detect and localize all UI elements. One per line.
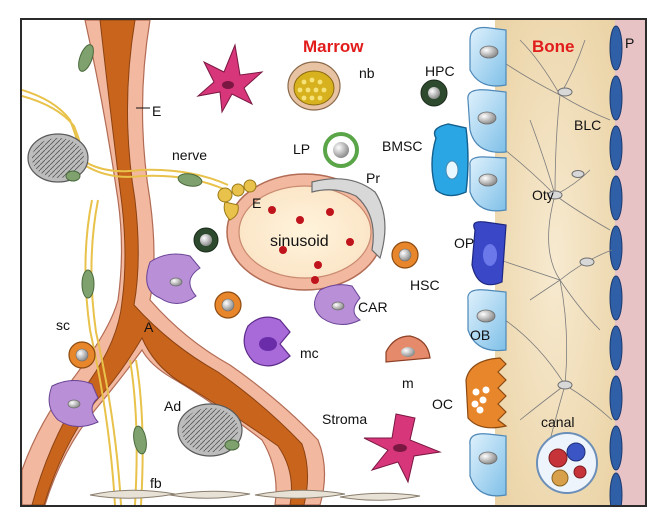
label-pr: Pr bbox=[366, 170, 380, 186]
label-ob: OB bbox=[470, 327, 490, 343]
label-e-sinusoid: E bbox=[252, 195, 261, 211]
marrow-title: Marrow bbox=[303, 37, 364, 56]
label-hpc: HPC bbox=[425, 63, 455, 79]
label-e-top: E bbox=[152, 103, 161, 119]
label-hsc: HSC bbox=[410, 277, 440, 293]
label-ad: Ad bbox=[164, 398, 181, 414]
label-m: m bbox=[402, 375, 414, 391]
label-fb: fb bbox=[150, 475, 162, 491]
label-car: CAR bbox=[358, 299, 388, 315]
vascular-canal bbox=[537, 433, 597, 493]
bone-title: Bone bbox=[532, 37, 575, 56]
monocyte-cell bbox=[386, 336, 430, 362]
label-op: OP bbox=[454, 235, 474, 251]
label-oty: Oty bbox=[532, 187, 554, 203]
macrophage-cell bbox=[244, 317, 290, 366]
label-bmsc: BMSC bbox=[382, 138, 422, 154]
stromal-cell-bottom bbox=[364, 414, 440, 482]
label-sinusoid: sinusoid bbox=[270, 233, 329, 250]
label-p: P bbox=[625, 35, 634, 51]
label-sc: sc bbox=[56, 317, 70, 333]
stromal-cell-top bbox=[198, 45, 262, 112]
label-a: A bbox=[144, 319, 154, 335]
label-canal: canal bbox=[541, 414, 574, 430]
label-nerve: nerve bbox=[172, 147, 207, 163]
label-nb: nb bbox=[359, 65, 375, 81]
label-stroma: Stroma bbox=[322, 411, 367, 427]
fibroblasts bbox=[90, 490, 420, 500]
label-blc: BLC bbox=[574, 117, 601, 133]
label-oc: OC bbox=[432, 396, 453, 412]
osteoprogenitor-cell bbox=[472, 222, 506, 285]
bmsc-cell bbox=[432, 124, 468, 196]
osteoclast-cell bbox=[466, 358, 506, 428]
lp-cell bbox=[325, 134, 357, 166]
label-mc: mc bbox=[300, 345, 319, 361]
nb-cell bbox=[288, 62, 340, 110]
label-lp: LP bbox=[293, 141, 310, 157]
